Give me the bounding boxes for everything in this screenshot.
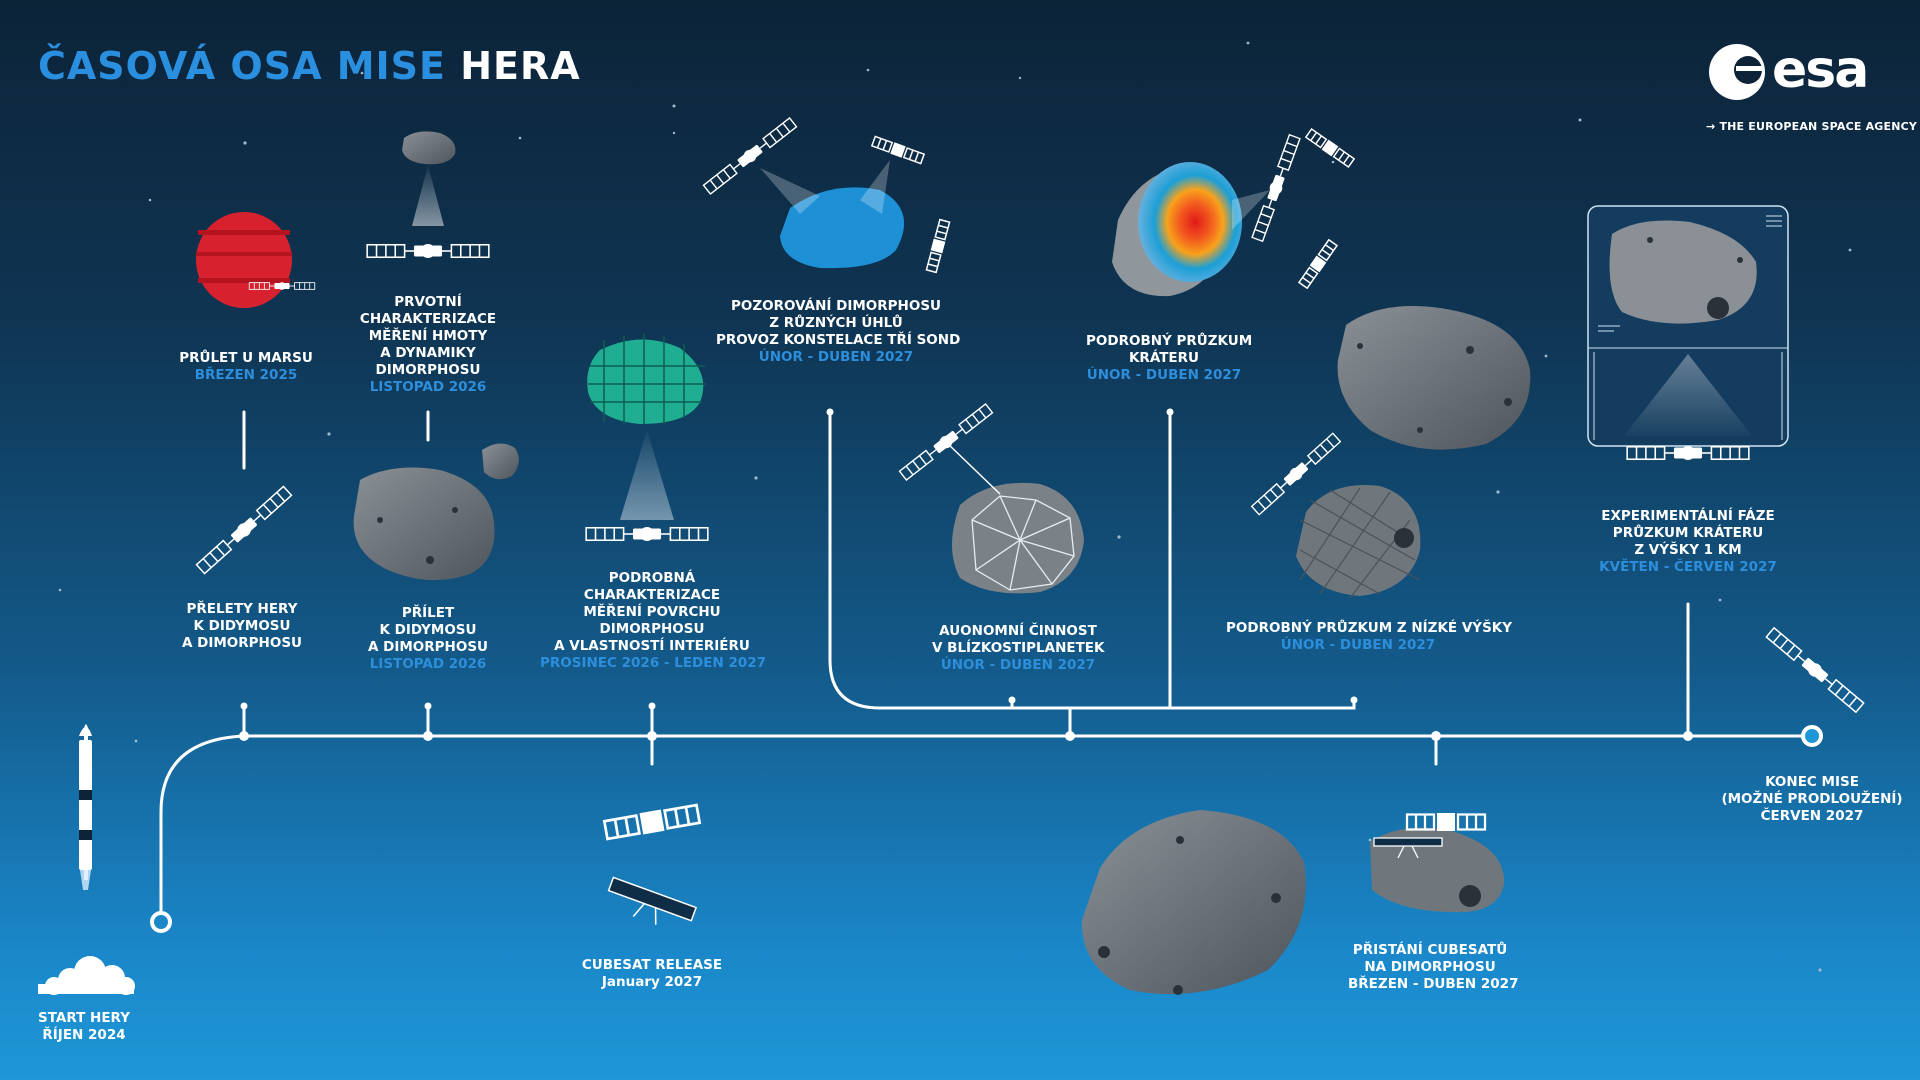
label-experimental: EXPERIMENTÁLNÍ FÁZE PRŮZKUM KRÁTERU Z VÝ… xyxy=(1599,508,1777,575)
hera-spacecraft-end-icon xyxy=(1765,626,1865,714)
rocket-icon xyxy=(79,724,92,890)
hera-spacecraft-mars-icon xyxy=(248,281,316,291)
label-mars: PRŮLET U MARSU BŘEZEN 2025 xyxy=(179,350,313,383)
cubesat-release-2-icon xyxy=(607,876,698,925)
hera-spacecraft-detail-icon xyxy=(585,526,709,542)
esa-tagline: → THE EUROPEAN SPACE AGENCY xyxy=(1706,120,1918,133)
label-arrival: PŘÍLET K DIDYMOSU A DIMORPHOSU LISTOPAD … xyxy=(367,605,489,672)
page-title: ČASOVÁ OSA MISE HERA xyxy=(38,44,581,88)
hera-spacecraft-measure-icon xyxy=(366,243,490,259)
dimorphos-small-asteroid xyxy=(402,131,456,165)
stars xyxy=(58,41,1852,972)
hera-spacecraft-flyby-icon xyxy=(195,485,293,575)
esa-logo-icon xyxy=(1709,44,1765,100)
label-launch: START HERY ŘÍJEN 2024 xyxy=(38,1010,130,1043)
dimorphos-blue-asteroid xyxy=(780,187,905,269)
dimorphos-network-asteroid xyxy=(952,482,1084,594)
cubesat-observe-1-icon xyxy=(870,134,926,166)
mars-planet xyxy=(196,212,292,308)
esa-logo-text: esa xyxy=(1772,40,1869,100)
label-autonomy: AUONOMNÍ ČINNOST V BLÍZKOSTIPLANETEK ÚNO… xyxy=(932,623,1105,673)
timeline-path xyxy=(159,410,1814,920)
label-end-mission: KONEC MISE (MOŽNÉ PRODLOUŽENÍ) ČERVEN 20… xyxy=(1721,774,1903,824)
title-part2: HERA xyxy=(460,44,581,88)
didymos-bottom-asteroid xyxy=(1081,810,1306,995)
timeline-start-node xyxy=(150,911,172,933)
timeline-end-node xyxy=(1801,725,1823,747)
cubesat-landing-2-icon xyxy=(1373,837,1443,859)
label-detailed-characterization: PODROBNÁ CHARAKTERIZACE MĚŘENÍ POVRCHU D… xyxy=(540,570,767,671)
label-cubesat-release: CUBESAT RELEASE January 2027 xyxy=(581,957,723,990)
hera-spacecraft-crater-icon xyxy=(1250,133,1302,243)
cubesat-crater-2-icon xyxy=(1297,238,1339,290)
didymos-asteroid xyxy=(353,467,495,581)
crater-heatmap xyxy=(1138,162,1242,282)
title-part1: ČASOVÁ OSA MISE xyxy=(38,44,447,88)
label-flybys: PŘELETY HERY K DIDYMOSU A DIMORPHOSU xyxy=(181,601,303,651)
label-first-characterization: PRVOTNÍ CHARAKTERIZACE MĚŘENÍ HMOTY A DY… xyxy=(359,294,497,395)
label-observation: POZOROVÁNÍ DIMORPHOSU Z RŮZNÝCH ÚHLŮ PRO… xyxy=(716,298,961,365)
cubesat-release-1-icon xyxy=(602,801,702,843)
didymos-large-asteroid xyxy=(1337,306,1531,450)
dimorphos-lowalt-asteroid xyxy=(1296,485,1421,596)
experimental-frame xyxy=(1587,205,1789,461)
cubesat-crater-1-icon xyxy=(1304,127,1356,169)
label-cubesat-landing: PŘISTÁNÍ CUBESATŮ NA DIMORPHOSU BŘEZEN -… xyxy=(1348,942,1519,992)
dimorphos-asteroid xyxy=(482,443,519,480)
cubesat-observe-2-icon xyxy=(924,218,952,274)
label-crater: PODROBNÝ PRŮZKUM KRÁTERU ÚNOR - DUBEN 20… xyxy=(1086,333,1253,383)
label-low-altitude: PODROBNÝ PRŮZKUM Z NÍZKÉ VÝŠKY ÚNOR - DU… xyxy=(1226,620,1513,653)
launch-cloud-icon xyxy=(38,956,135,995)
dimorphos-grid-asteroid xyxy=(587,339,704,424)
